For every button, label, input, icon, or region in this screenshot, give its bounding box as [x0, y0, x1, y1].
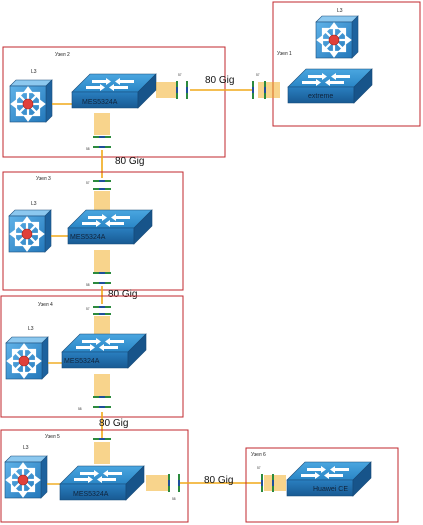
zone-2-bottom-fiber-bundle: [93, 112, 111, 136]
zone-6-border: [245, 447, 399, 523]
zone-5-port-tag-bottom: 58: [172, 497, 176, 501]
zone-4-router-icon[interactable]: [4, 335, 50, 381]
zone-5-name: Узел 5: [45, 434, 60, 440]
zone-1-router-icon[interactable]: [314, 14, 360, 60]
zone-3-bottom-fiber-bundle: [93, 249, 111, 273]
zone-4-top-lag: [93, 313, 111, 315]
zone-3-l3-label: L3: [31, 201, 37, 207]
zone-3-port-tag-bottom: 58: [86, 283, 90, 287]
zone-4-bottom-lag: [93, 396, 111, 398]
zone-2-bottom-lag: [93, 136, 111, 138]
zone-6: Узел 6 57 Huawei CE: [245, 447, 399, 523]
zone-6-left-lag: [261, 474, 263, 492]
zone-4: Узел 4 L3 57 MES5324A 58: [0, 295, 184, 418]
zone-5-right-fiber-bundle: [145, 475, 169, 491]
zone-1-left-fiber-bundle: [257, 82, 281, 98]
zone-5-right-lag: [168, 474, 170, 492]
zone-1-left-lag: [264, 81, 266, 99]
zone-3-port-tag-top: 57: [86, 181, 90, 185]
zone-3-top-lag: [93, 188, 111, 190]
zone-4-port-tag-top: 57: [86, 307, 90, 311]
zone-3-bottom-lag: [93, 272, 111, 274]
link-z2-z1-label: 80 Gig: [205, 75, 234, 86]
zone-5-l3-label: L3: [23, 445, 29, 451]
zone-2-switch-label: MES5324A: [82, 99, 118, 106]
zone-6-switch-label: Huawei CE: [313, 486, 348, 493]
zone-1-port-tag-top: 57: [256, 73, 260, 77]
zone-2-right-lag: [176, 81, 178, 99]
zone-3-name: Узел 3: [36, 176, 51, 182]
zone-1-border: [272, 1, 421, 127]
zone-1-name: Узел 1: [277, 51, 292, 57]
zone-5-switch-label: MES5324A: [73, 491, 109, 498]
link-z2-z3-label: 80 Gig: [115, 156, 144, 167]
zone-3-router-icon[interactable]: [7, 208, 53, 254]
zone-2-border: [2, 46, 226, 158]
zone-1-switch-label: extreme: [308, 93, 333, 100]
zone-4-l3-label: L3: [28, 326, 34, 332]
zone-2-router-icon[interactable]: [8, 78, 54, 124]
zone-2-right-fiber-bundle: [155, 82, 179, 98]
zone-3: Узел 3 L3 57 MES5324A 58: [2, 171, 184, 291]
zone-3-top-fiber-bundle: [93, 190, 111, 214]
zone-1: Узел 1 L3 extreme 57: [252, 1, 421, 127]
zone-3-switch-label: MES5324A: [70, 234, 106, 241]
link-z4-z5-label: 80 Gig: [99, 418, 128, 429]
zone-6-left-fiber-bundle: [263, 475, 287, 491]
link-z3-z4-label: 80 Gig: [108, 289, 137, 300]
zone-2: Узел 2 L3 MES5324A 57 58: [2, 46, 226, 158]
zone-2-port-tag-bottom: 58: [86, 147, 90, 151]
zone-4-switch-label: MES5324A: [64, 358, 100, 365]
zone-1-l3-label: L3: [337, 8, 343, 14]
zone-5: Узел 5 L3 MES5324A 58: [0, 429, 189, 523]
zone-5-router-icon[interactable]: [3, 454, 49, 500]
zone-5-border: [0, 429, 189, 523]
link-z5-z6-label: 80 Gig: [204, 475, 233, 486]
zone-2-port-tag-top: 57: [178, 73, 182, 77]
zone-2-name: Узел 2: [55, 52, 70, 58]
zone-5-top-fiber-bundle: [93, 441, 111, 465]
zone-3-border: [2, 171, 184, 291]
zone-6-port-tag-top: 57: [257, 466, 261, 470]
zone-4-border: [0, 295, 184, 418]
zone-2-l3-label: L3: [31, 69, 37, 75]
zone-6-name: Узел 6: [251, 452, 266, 458]
zone-4-port-tag-bottom: 58: [78, 407, 82, 411]
zone-4-name: Узел 4: [38, 302, 53, 308]
zone-4-bottom-fiber-bundle: [93, 373, 111, 397]
